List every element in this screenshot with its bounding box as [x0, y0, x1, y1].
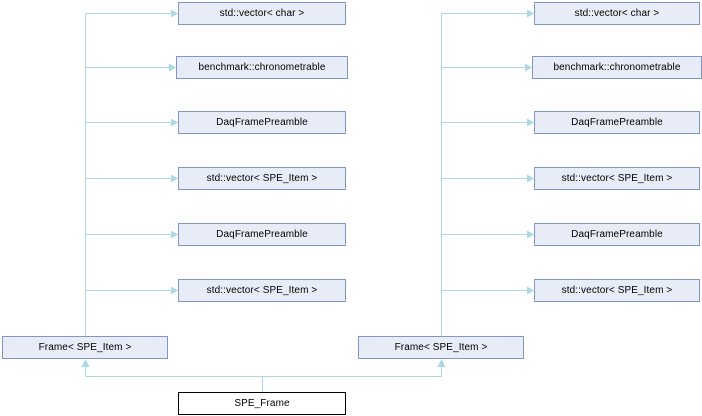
class-node-std-vector-char-right[interactable]: std::vector< char >	[534, 2, 700, 25]
arrowhead-icon	[525, 63, 532, 72]
usage-edge-group-left	[85, 13, 171, 336]
class-node-label: std::vector< SPE_Item >	[206, 284, 318, 296]
class-node-std-vector-spe-item-left-2[interactable]: std::vector< SPE_Item >	[178, 279, 346, 302]
arrowhead-icon	[171, 9, 178, 18]
class-node-label: std::vector< SPE_Item >	[206, 172, 318, 184]
class-node-label: benchmark::chronometrable	[553, 61, 681, 73]
usage-arrowheads-left	[169, 9, 178, 295]
arrowhead-icon	[171, 286, 178, 295]
class-node-std-vector-spe-item-left-1[interactable]: std::vector< SPE_Item >	[178, 167, 346, 190]
class-node-frame-spe-item-left[interactable]: Frame< SPE_Item >	[2, 336, 168, 359]
class-node-label: DaqFramePreamble	[216, 228, 308, 240]
arrowhead-icon	[527, 9, 534, 18]
class-node-label: Frame< SPE_Item >	[38, 341, 132, 353]
arrowhead-icon	[437, 359, 446, 367]
class-node-frame-spe-item-right[interactable]: Frame< SPE_Item >	[358, 336, 524, 359]
class-node-label: std::vector< char >	[219, 7, 305, 19]
class-node-daqframepreamble-left-2[interactable]: DaqFramePreamble	[178, 223, 346, 246]
class-node-label: SPE_Frame	[234, 397, 290, 409]
arrowhead-icon	[171, 118, 178, 127]
class-node-label: benchmark::chronometrable	[198, 61, 326, 73]
class-node-spe-frame[interactable]: SPE_Frame	[178, 392, 346, 415]
class-node-label: std::vector< SPE_Item >	[561, 284, 673, 296]
class-node-label: DaqFramePreamble	[571, 228, 663, 240]
arrowhead-icon	[171, 174, 178, 183]
arrowhead-icon	[527, 118, 534, 127]
arrowhead-icon	[527, 230, 534, 239]
arrowhead-icon	[527, 174, 534, 183]
arrowhead-icon	[169, 63, 176, 72]
arrowhead-icon	[527, 286, 534, 295]
arrowhead-icon	[171, 230, 178, 239]
inheritance-edge-group	[85, 367, 442, 392]
class-node-daqframepreamble-right-2[interactable]: DaqFramePreamble	[534, 223, 700, 246]
class-node-label: std::vector< char >	[574, 7, 660, 19]
usage-arrowheads-right	[525, 9, 534, 295]
class-node-std-vector-spe-item-right-1[interactable]: std::vector< SPE_Item >	[534, 167, 700, 190]
class-node-daqframepreamble-right-1[interactable]: DaqFramePreamble	[534, 111, 700, 134]
class-node-label: DaqFramePreamble	[216, 116, 308, 128]
class-node-benchmark-chronometrable-right[interactable]: benchmark::chronometrable	[532, 56, 702, 79]
class-node-label: DaqFramePreamble	[571, 116, 663, 128]
class-node-std-vector-char-left[interactable]: std::vector< char >	[178, 2, 346, 25]
class-node-label: Frame< SPE_Item >	[394, 341, 488, 353]
inheritance-arrowheads	[81, 359, 446, 367]
class-node-benchmark-chronometrable-left[interactable]: benchmark::chronometrable	[176, 56, 348, 79]
arrowhead-icon	[81, 359, 90, 367]
class-node-std-vector-spe-item-right-2[interactable]: std::vector< SPE_Item >	[534, 279, 700, 302]
class-node-label: std::vector< SPE_Item >	[561, 172, 673, 184]
usage-edge-group-right	[441, 13, 527, 336]
class-node-daqframepreamble-left-1[interactable]: DaqFramePreamble	[178, 111, 346, 134]
